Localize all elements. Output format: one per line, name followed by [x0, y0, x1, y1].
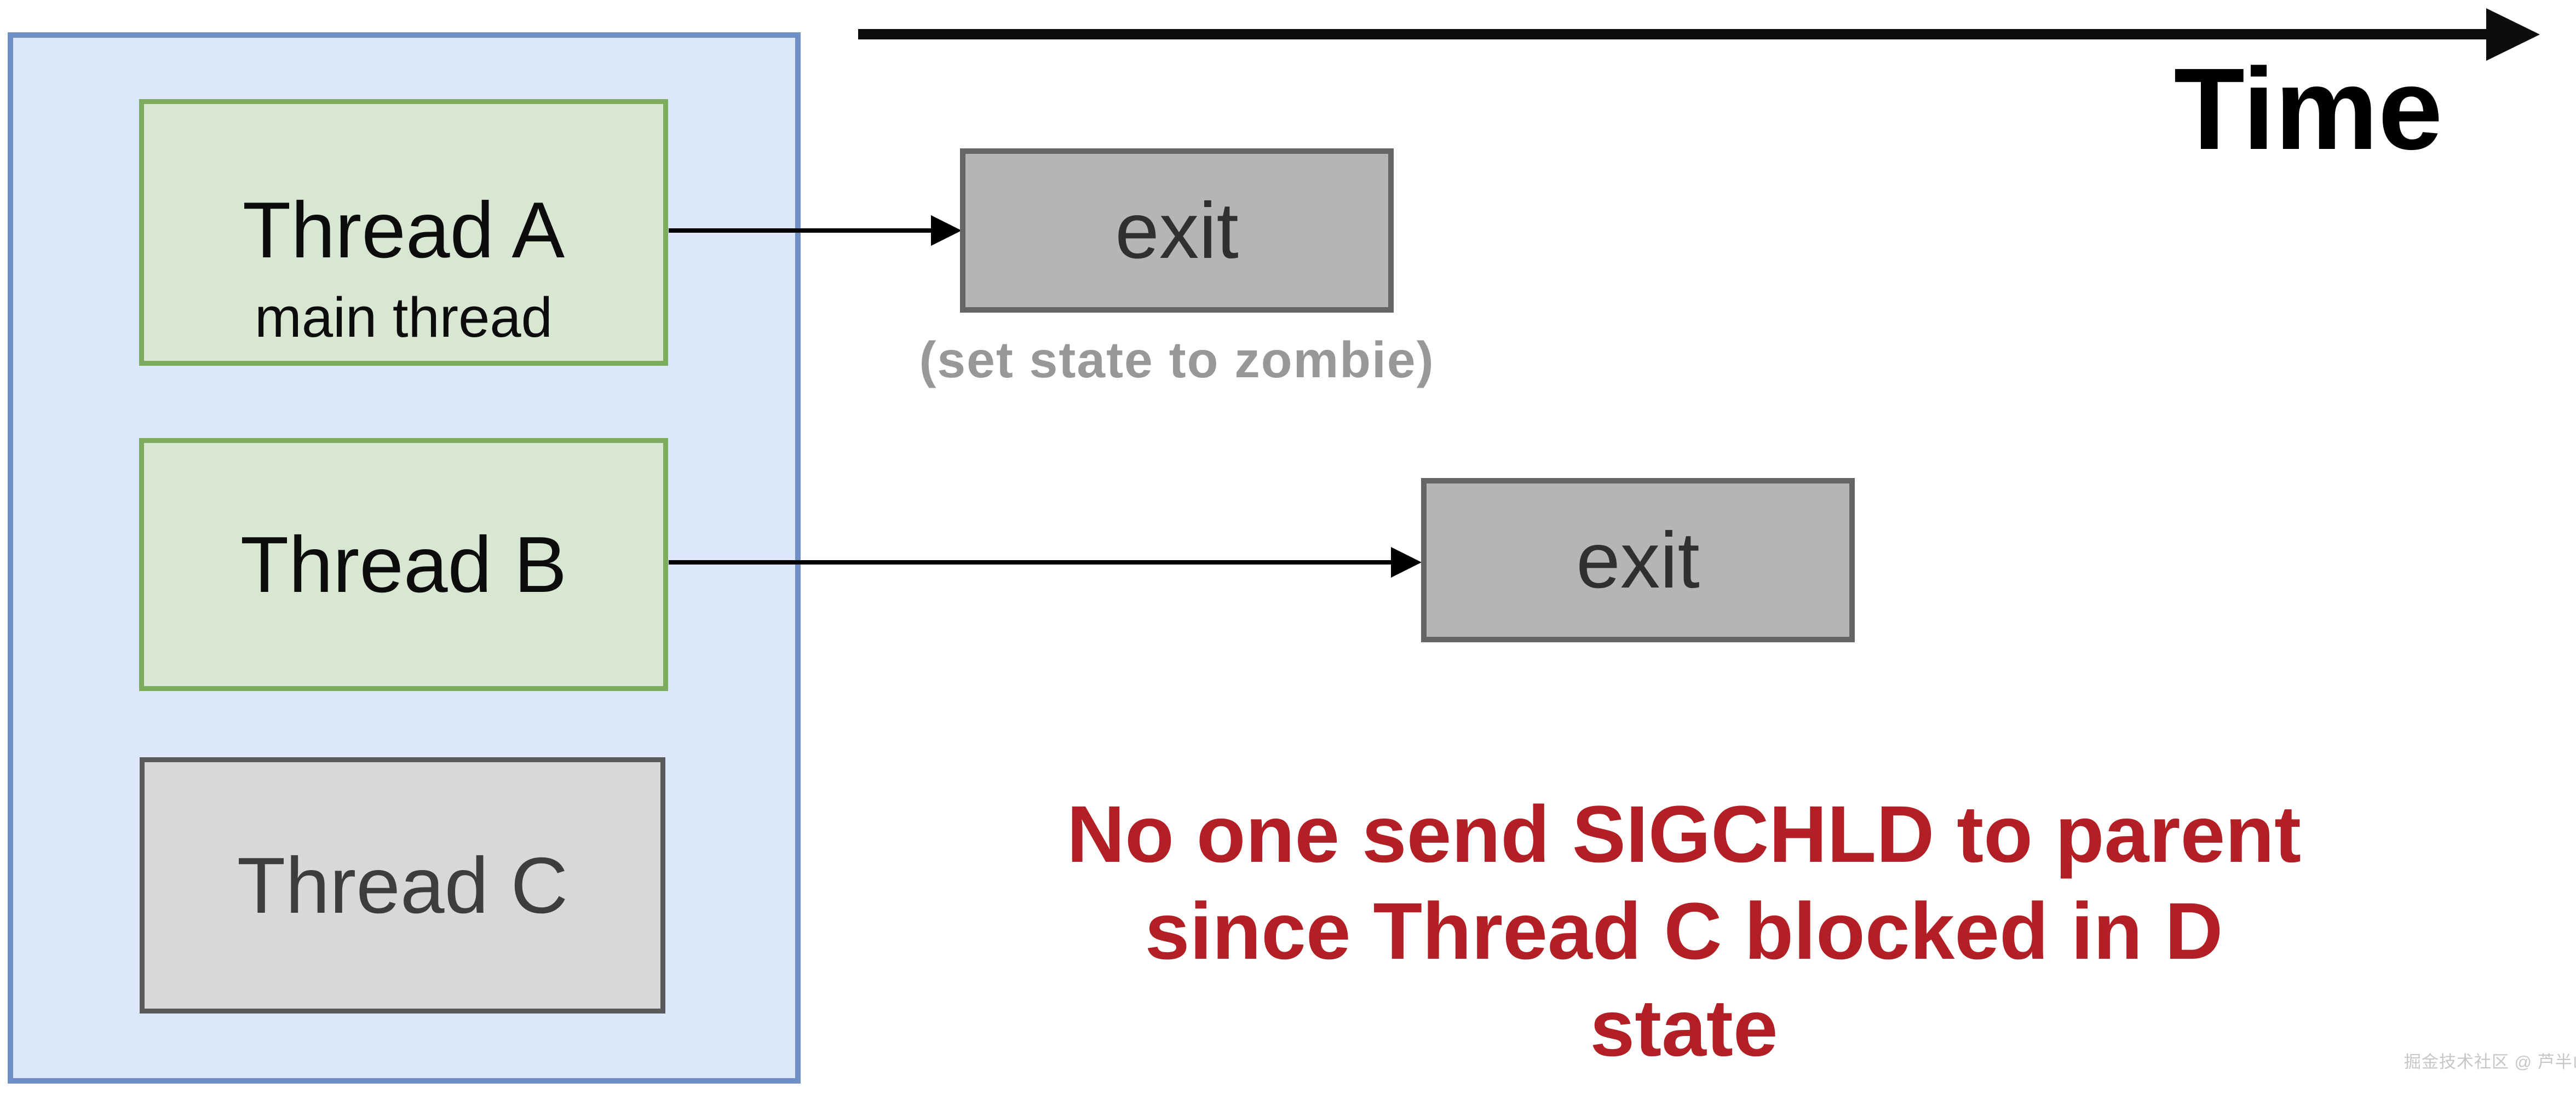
zombie-state-note: (set state to zombie)	[919, 331, 1435, 388]
time-axis-line	[858, 29, 2489, 39]
time-axis-arrowhead-icon	[2486, 8, 2540, 61]
thread-a-exit-arrow-line	[669, 228, 934, 233]
thread-a-exit-arrowhead-icon	[931, 215, 962, 246]
thread-b-box: Thread B	[139, 438, 668, 691]
process-box: Thread A main thread Thread B Thread C	[8, 32, 801, 1084]
thread-a-exit-label: exit	[1115, 186, 1239, 275]
time-label: Time	[2174, 44, 2443, 174]
thread-a-box: Thread A main thread	[139, 99, 668, 366]
thread-b-exit-arrow-line	[669, 560, 1394, 565]
warning-line-2: since Thread C blocked in D state	[1145, 886, 2223, 1073]
thread-b-exit-box: exit	[1421, 478, 1855, 642]
warning-text: No one send SIGCHLD to parent since Thre…	[1040, 786, 2327, 1077]
thread-b-label: Thread B	[240, 520, 567, 609]
thread-a-label: Thread A	[242, 186, 565, 274]
thread-b-exit-arrowhead-icon	[1391, 547, 1422, 578]
thread-c-box: Thread C	[140, 757, 665, 1014]
warning-line-1: No one send SIGCHLD to parent	[1066, 790, 2302, 879]
thread-c-label: Thread C	[237, 840, 568, 930]
watermark: 掘金技术社区 @ 芦半山	[2404, 1052, 2576, 1072]
thread-a-sublabel: main thread	[255, 286, 553, 349]
thread-b-exit-label: exit	[1576, 515, 1700, 604]
thread-a-exit-box: exit	[960, 148, 1394, 313]
